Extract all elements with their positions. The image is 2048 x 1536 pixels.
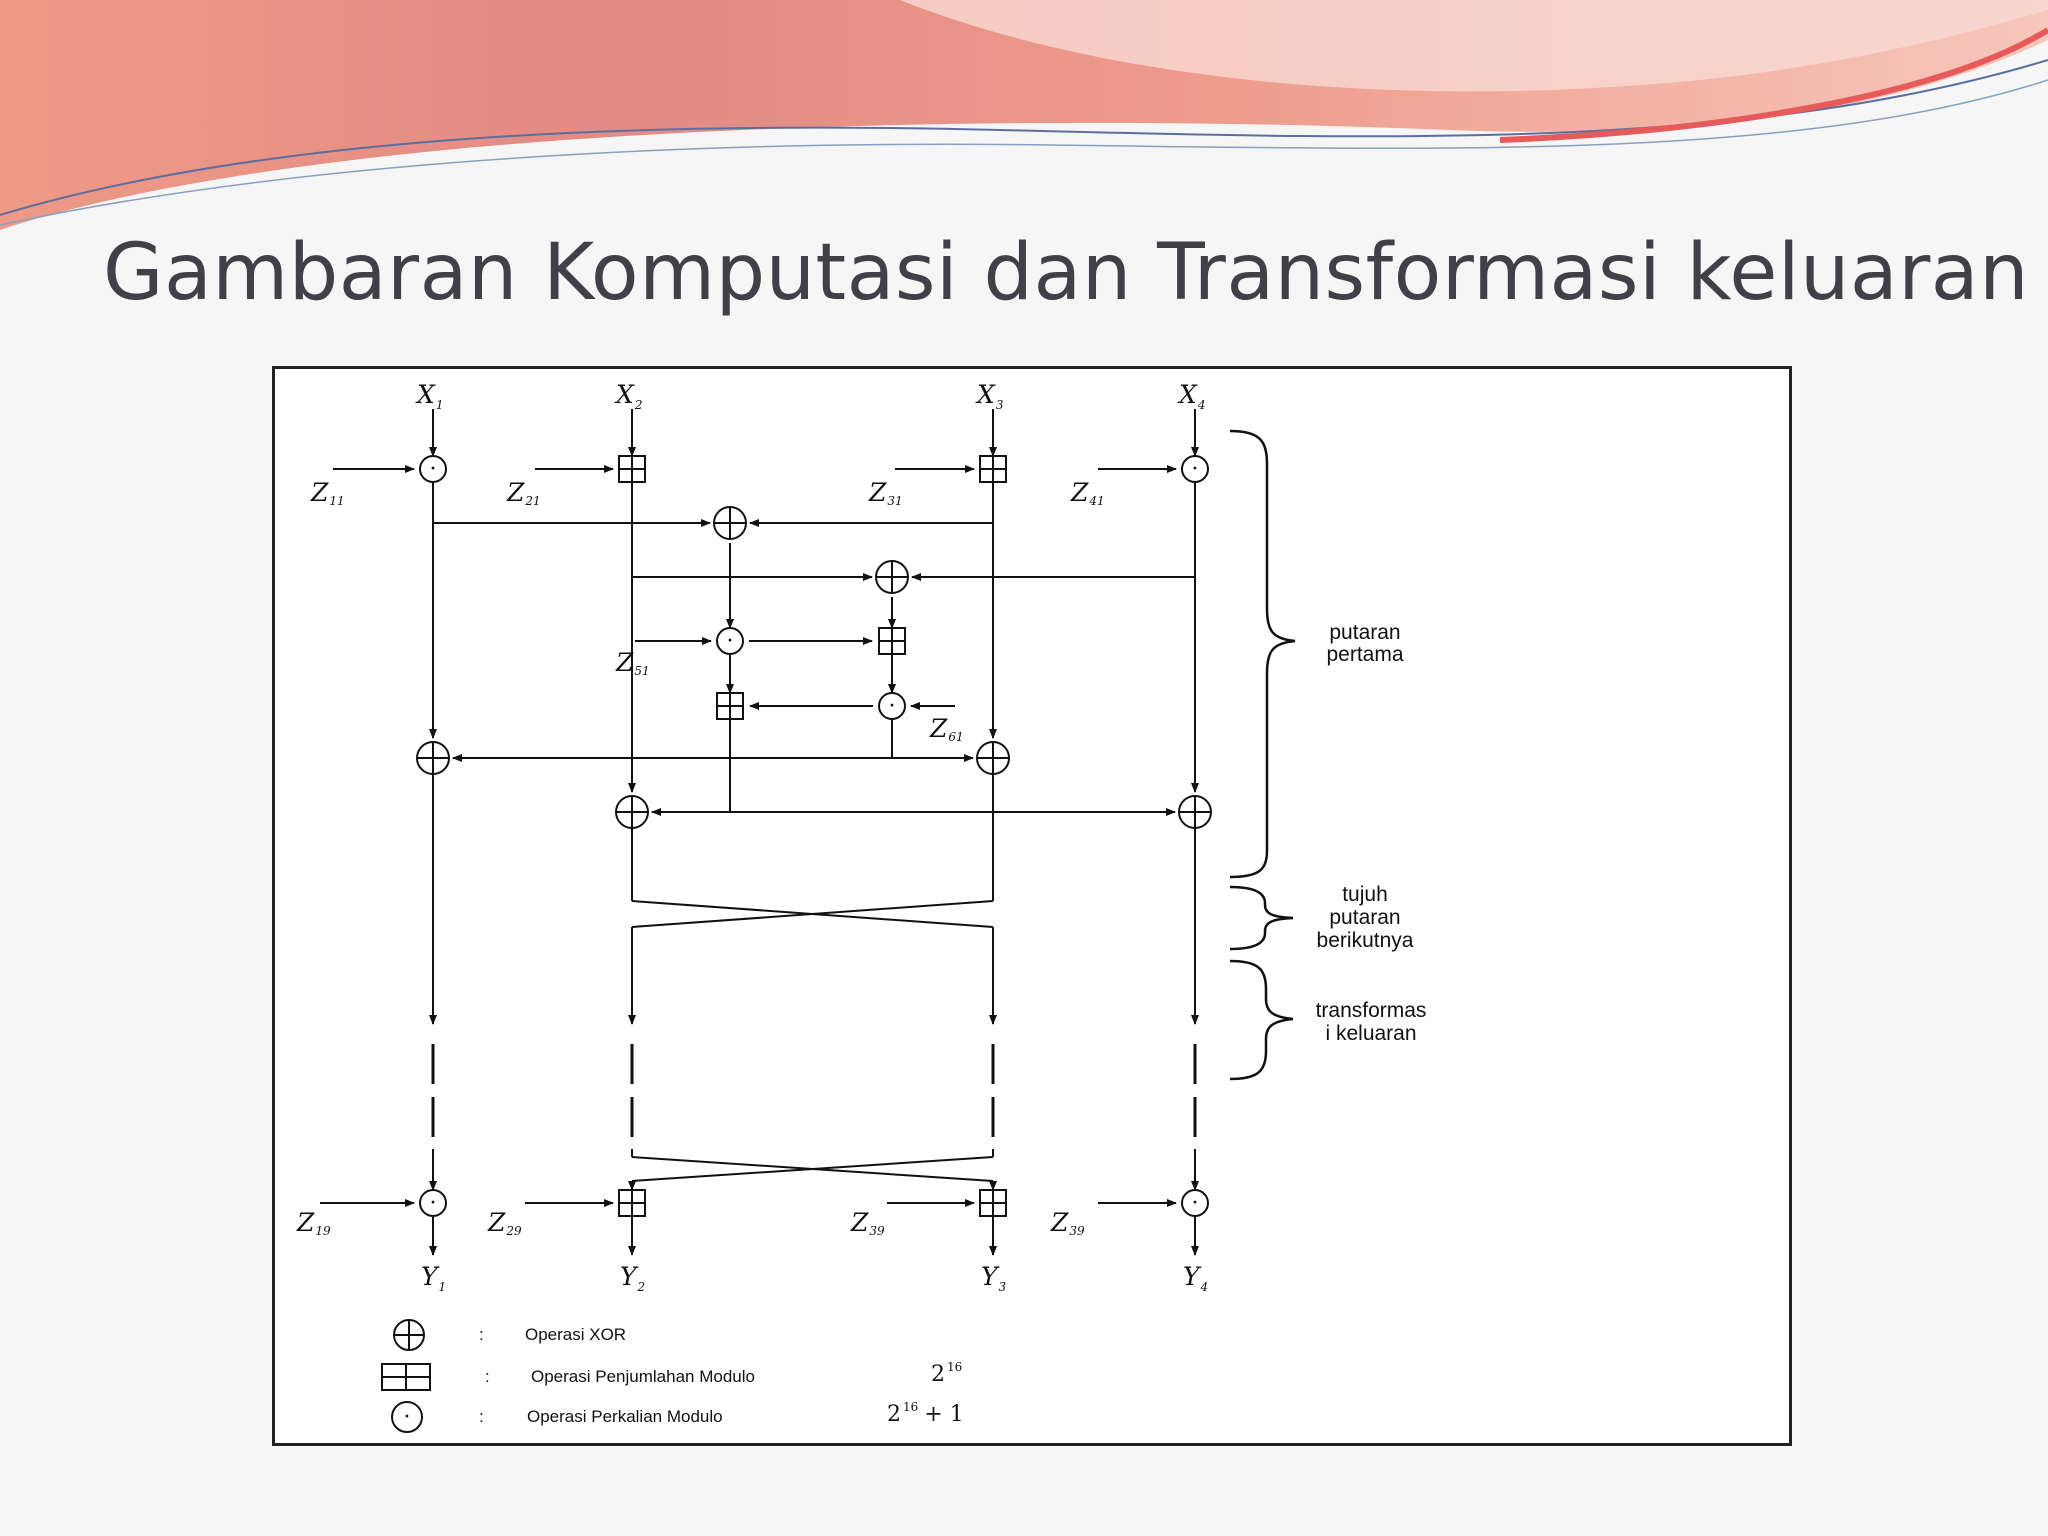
slide-title: Gambaran Komputasi dan Transformasi kelu… [103,228,2030,318]
brace-label-first-1: putaran [1329,621,1400,644]
brace-next-rounds [1229,885,1294,951]
mul-dot: · [727,629,734,654]
key-z39-label: Z39 [850,1208,885,1238]
key-z41-label: Z41 [1070,478,1105,508]
mul-dot: · [1192,457,1199,482]
brace-label-next-1: tujuh [1342,883,1388,906]
legend-mul-icon [391,1401,423,1433]
brace-label-first-2: pertama [1326,643,1403,666]
brace-output-transform [1229,959,1294,1081]
output-y2-label: Y2 [620,1262,645,1294]
key-z19-label: Z19 [296,1208,331,1238]
input-x1-label: X1 [415,380,443,412]
diagram-frame: · · · · · · X1 X2 X3 X4 [272,366,1792,1446]
legend-sep-3: : [479,1407,484,1426]
mul-op-z51 [716,627,744,655]
output-y3-label: Y3 [981,1262,1007,1294]
mul-dot: · [430,1191,437,1216]
mul-op-z61 [878,692,906,720]
legend-sep-1: : [479,1325,484,1344]
add-op-x2 [618,455,646,483]
xor-op-y3 [976,741,1010,775]
add-op-out-y2 [618,1189,646,1217]
xor-op-1 [713,506,747,540]
legend-sep-2: : [485,1367,490,1386]
key-z31-label: Z31 [868,478,903,508]
xor-op-2 [875,560,909,594]
mul-op-out-y4 [1181,1189,1209,1217]
key-z29-label: Z29 [487,1208,522,1238]
mul-op-x4 [1181,455,1209,483]
input-x3-label: X3 [975,380,1004,412]
add-op-mid [878,627,906,655]
key-z51-label: Z51 [615,648,650,678]
input-x4-label: X4 [1177,380,1205,412]
mul-dot: · [1192,1191,1199,1216]
legend-add-icon [381,1363,431,1391]
add-op-low [716,692,744,720]
key-z39b-label: Z39 [1050,1208,1085,1238]
xor-op-y4 [1178,795,1212,829]
key-z11-label: Z11 [310,478,345,508]
output-y1-label: Y1 [421,1262,446,1294]
brace-label-out-2: i keluaran [1325,1022,1416,1045]
key-z21-label: Z21 [506,478,541,508]
mul-dot: · [889,694,896,719]
mul-op-x1 [419,455,447,483]
brace-label-next-2: putaran [1329,906,1400,929]
brace-label-out-1: transformas [1316,999,1427,1022]
add-op-x3 [979,455,1007,483]
mul-dot: · [430,457,437,482]
add-op-out-y3 [979,1189,1007,1217]
legend-mul-dot: · [404,1405,411,1430]
brace-first-round [1229,429,1296,879]
legend-add-label: Operasi Penjumlahan Modulo [531,1367,755,1386]
mul-op-out-y1 [419,1189,447,1217]
legend-xor-icon [393,1319,425,1351]
xor-op-y1 [416,741,450,775]
idea-round-diagram: · · · · · · X1 X2 X3 X4 [296,380,1427,1433]
header-wave-decoration [0,0,2048,230]
brace-label-next-3: berikutnya [1317,929,1414,952]
key-z61-label: Z61 [929,714,964,744]
input-x2-label: X2 [614,380,642,412]
output-y4-label: Y4 [1183,1262,1208,1294]
legend-mul-label: Operasi Perkalian Modulo [527,1407,723,1426]
xor-op-y2 [615,795,649,829]
legend-xor-label: Operasi XOR [525,1325,626,1344]
